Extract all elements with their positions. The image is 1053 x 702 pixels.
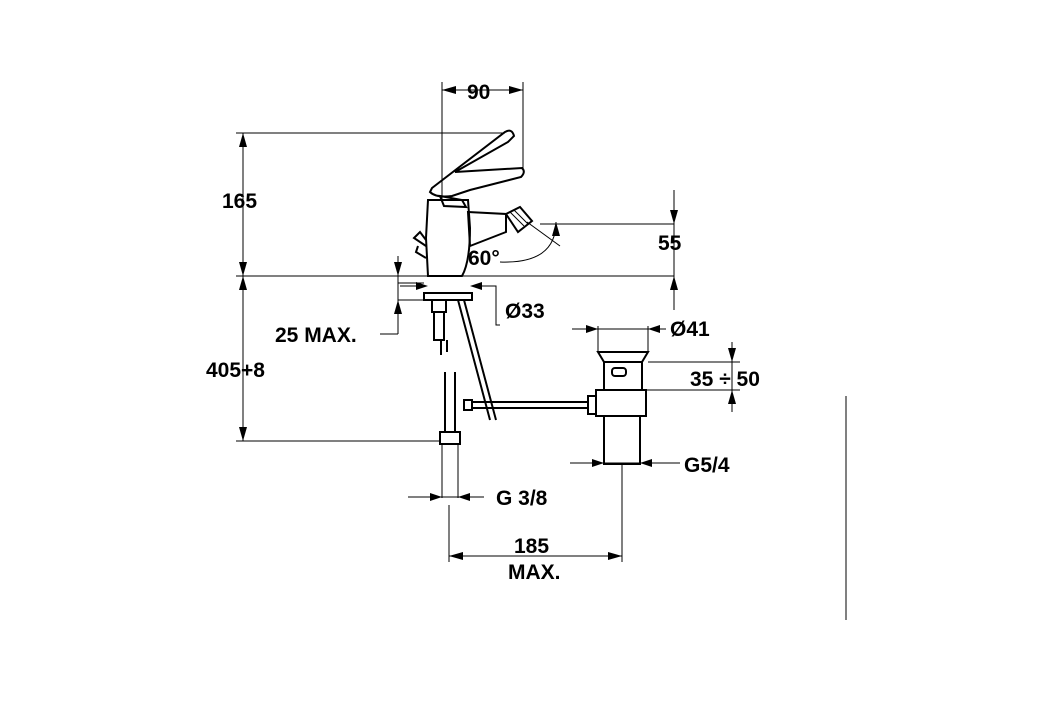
mixer-body bbox=[412, 129, 534, 421]
dim-waste-thread: G5/4 bbox=[684, 454, 730, 477]
dim-supply-length: 405+8 bbox=[206, 359, 265, 382]
dim-supply-thread: G 3/8 bbox=[496, 487, 548, 510]
dim-height-above-deck: 165 bbox=[222, 190, 257, 213]
dim-deck-hole-diameter: Ø33 bbox=[505, 300, 545, 323]
dim-nozzle-height: 55 bbox=[658, 232, 682, 255]
dim-deck-thickness: 25 MAX. bbox=[275, 324, 357, 347]
dim-rod-reach: 185 bbox=[514, 535, 549, 558]
dimension-lines bbox=[236, 82, 740, 562]
waste-valve bbox=[595, 351, 650, 465]
dim-rod-reach-suffix: MAX. bbox=[508, 561, 561, 584]
dim-waste-adjust: 35 ÷ 50 bbox=[690, 368, 760, 391]
dim-waste-diameter: Ø41 bbox=[670, 318, 710, 341]
dim-spout-width: 90 bbox=[467, 81, 490, 104]
supply-hose bbox=[439, 340, 461, 498]
dim-nozzle-angle: 60° bbox=[468, 247, 500, 270]
